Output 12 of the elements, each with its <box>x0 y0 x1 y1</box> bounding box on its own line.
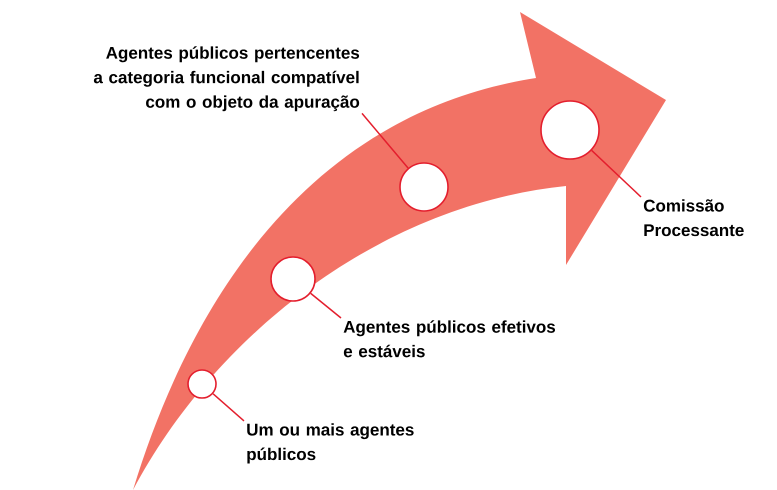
leader-line <box>361 112 409 169</box>
marker-circle <box>399 162 449 212</box>
marker-circle <box>540 100 600 160</box>
leader-line <box>212 393 244 422</box>
marker-circle <box>270 256 316 302</box>
label-text: Um ou mais agentes públicos <box>247 423 414 464</box>
leader-line <box>310 292 342 319</box>
marker-circle <box>187 369 217 399</box>
label-text: Comissão Processante <box>644 199 744 236</box>
label-text: Agentes públicos pertencentes a categoria funcional compatível com o objeto da apuração <box>94 46 360 112</box>
label-text: Agentes públicos efetivos e estáveis <box>344 320 556 358</box>
leader-line <box>591 150 642 198</box>
